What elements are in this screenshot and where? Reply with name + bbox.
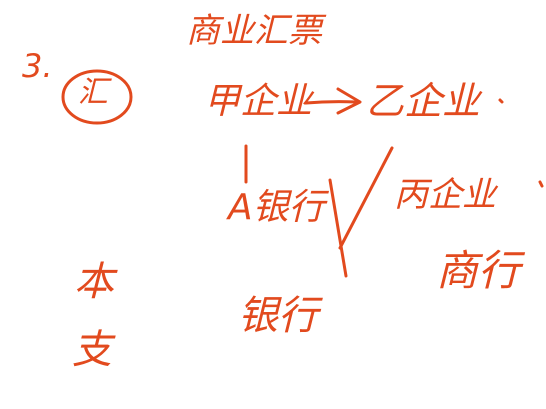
enterprise-c-label: 丙企业	[394, 175, 496, 215]
enterprise-b-label: 乙企业	[366, 79, 481, 123]
circled-character: 汇	[78, 75, 108, 110]
arrow-head	[336, 87, 362, 115]
bank-a-label: A银行	[228, 187, 325, 228]
circle-mark	[61, 69, 133, 125]
item-number: 3.	[22, 47, 53, 85]
bureau-label: 商行	[436, 246, 521, 295]
column-note-1: 本	[74, 259, 114, 305]
enterprise-a-label: 甲企业	[204, 81, 313, 122]
arrow-shaft	[304, 100, 358, 105]
top-note: 商业汇票	[186, 11, 322, 51]
connector-diagonal	[338, 146, 394, 250]
connector-vertical	[328, 178, 348, 278]
column-note-2: 支	[72, 327, 112, 373]
edge-tick	[538, 180, 544, 188]
dot-mark	[498, 98, 504, 104]
bank-label: 银行	[238, 293, 318, 339]
